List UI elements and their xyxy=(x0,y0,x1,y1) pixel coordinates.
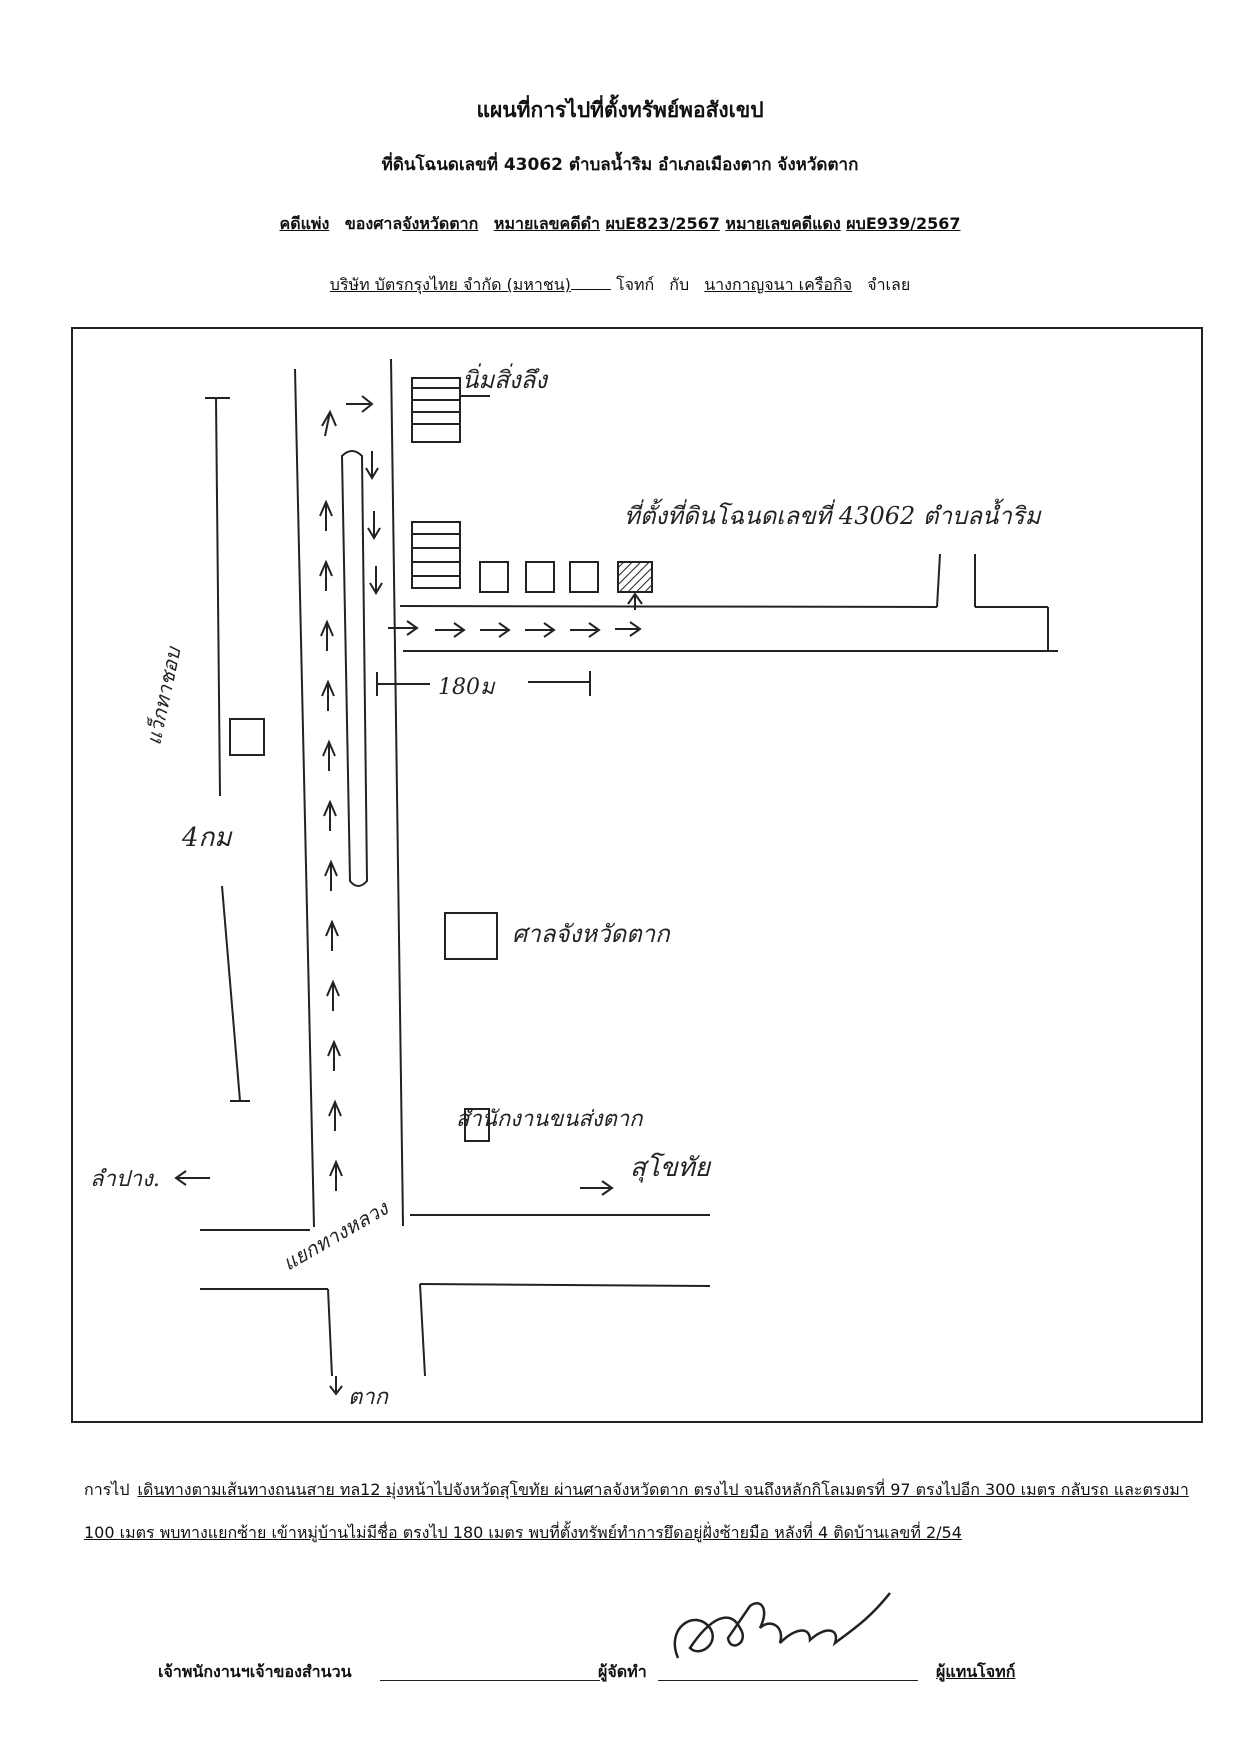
court-prefix: ของศาล xyxy=(344,214,403,233)
label-sukhothai: สุโขทัย xyxy=(630,1152,712,1183)
red-case-label: หมายเลขคดีแดง xyxy=(725,214,841,233)
label-property: ที่ตั้งที่ดินโฉนดเลขที่ 43062 ตำบลน้ำริม xyxy=(624,498,1042,530)
side-road xyxy=(399,553,1058,652)
northbound-arrows xyxy=(319,499,343,1191)
label-intersection: แยกทางหลวง xyxy=(279,1195,394,1275)
case-label: คดีแพ่ง xyxy=(279,214,330,233)
case-line: คดีแพ่ง ของศาลจังหวัดตาก หมายเลขคดีดำ ผบ… xyxy=(0,212,1240,237)
label-lampang: ลำปาง. xyxy=(90,1167,160,1192)
signature-image xyxy=(673,1592,891,1659)
red-case-number: ผบE939/2567 xyxy=(846,214,961,233)
versus-label: กับ xyxy=(669,275,690,294)
distance-markers xyxy=(174,397,614,1396)
black-case-label: หมายเลขคดีดำ xyxy=(493,214,601,233)
label-left-landmark: แว็กทาชอบ xyxy=(141,643,186,747)
deed-line: ที่ดินโฉนดเลขที่ 43062 ตำบลน้ำริม อำเภอเ… xyxy=(381,155,859,175)
black-case-number: ผบE823/2567 xyxy=(605,214,720,233)
label-temple: นิ่มสิ่งลึง xyxy=(462,363,549,394)
officer-label: เจ้าพนักงานฯเจ้าของสำนวน xyxy=(158,1662,352,1681)
main-road xyxy=(294,358,404,1228)
maker-signature-line xyxy=(658,1680,918,1681)
label-tak: ตาก xyxy=(348,1385,390,1410)
map-frame: นิ่มสิ่งลึง ที่ตั้งที่ดินโฉนดเลขที่ 4306… xyxy=(70,326,1204,1424)
hand-drawn-map: นิ่มสิ่งลึง ที่ตั้งที่ดินโฉนดเลขที่ 4306… xyxy=(71,327,1203,1423)
parties-line: บริษัท บัตรกรุงไทย จำกัด (มหาชน) โจทก์ ก… xyxy=(0,273,1240,298)
representative-label: ผู้แทนโจทก์ xyxy=(936,1662,1016,1681)
maker-label: ผู้จัดทำ xyxy=(598,1662,647,1681)
route-label: การไป xyxy=(84,1480,130,1499)
label-transport-office: สำนักงานขนส่งตาก xyxy=(456,1107,644,1132)
defendant-name: นางกาญจนา เครือกิจ xyxy=(704,275,853,294)
court-name: จังหวัดตาก xyxy=(402,214,479,233)
plaintiff-role: โจทก์ xyxy=(616,275,655,294)
officer-signature-line xyxy=(380,1680,600,1681)
buildings xyxy=(229,377,599,1142)
route-description: การไปเดินทางตามเส้นทางถนนสาย ทล12 มุ่งหน… xyxy=(84,1468,1209,1554)
u-turn-arrows xyxy=(321,395,383,595)
cross-road xyxy=(200,1214,711,1377)
target-property xyxy=(617,561,653,593)
plaintiff-name: บริษัท บัตรกรุงไทย จำกัด (มหาชน) xyxy=(329,275,571,294)
label-court: ศาลจังหวัดตาก xyxy=(512,920,671,948)
page-title: แผนที่การไปที่ตั้งทรัพย์พอสังเขป xyxy=(476,98,764,122)
route-text: เดินทางตามเส้นทางถนนสาย ทล12 มุ่งหน้าไปจ… xyxy=(84,1480,1189,1542)
label-distance-main: 4กม xyxy=(181,823,233,853)
defendant-role: จำเลย xyxy=(867,275,911,294)
signature-footer: เจ้าพนักงานฯเจ้าของสำนวน ผู้จัดทำ ผู้แทน… xyxy=(158,1642,1038,1702)
eastbound-arrows xyxy=(388,620,642,638)
label-distance-side: 180ม xyxy=(438,675,496,700)
